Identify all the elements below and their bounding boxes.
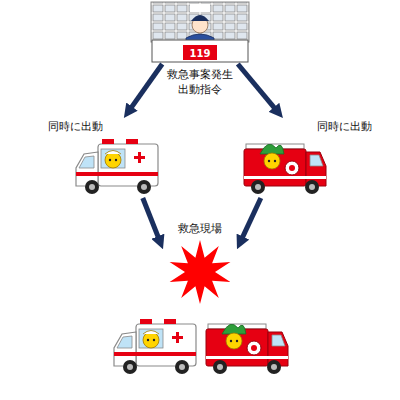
head-gap	[190, 4, 210, 12]
node-text: 119	[190, 47, 211, 60]
node-text: 同時に出動	[317, 120, 372, 133]
dispatcher-figure	[151, 2, 249, 62]
flow-arrow	[143, 198, 160, 240]
ambulance-illustration	[76, 139, 158, 194]
dispatch-order-label: 救急事案発生 出動指令	[164, 67, 236, 97]
ambulance-unit: 同時に出動	[46, 118, 164, 198]
number-sign	[183, 45, 217, 60]
ambulance-illustration	[114, 319, 196, 374]
emergency-scene: 救急現場	[163, 220, 237, 306]
flow-arrow	[130, 64, 163, 110]
fire-engine-illustration	[206, 324, 288, 374]
flow-arrow	[238, 64, 277, 110]
operator-cap	[191, 15, 209, 21]
fire-engine-illustration	[244, 144, 326, 194]
node-text: 救急現場	[178, 222, 222, 235]
flow-arrow	[241, 198, 261, 240]
node-text: 同時に出動	[48, 120, 103, 133]
scene-burst	[170, 240, 231, 304]
fire-engine-unit: 同時に出動	[236, 118, 374, 198]
desk	[152, 40, 248, 62]
dispatch-desk: 119	[158, 0, 242, 64]
